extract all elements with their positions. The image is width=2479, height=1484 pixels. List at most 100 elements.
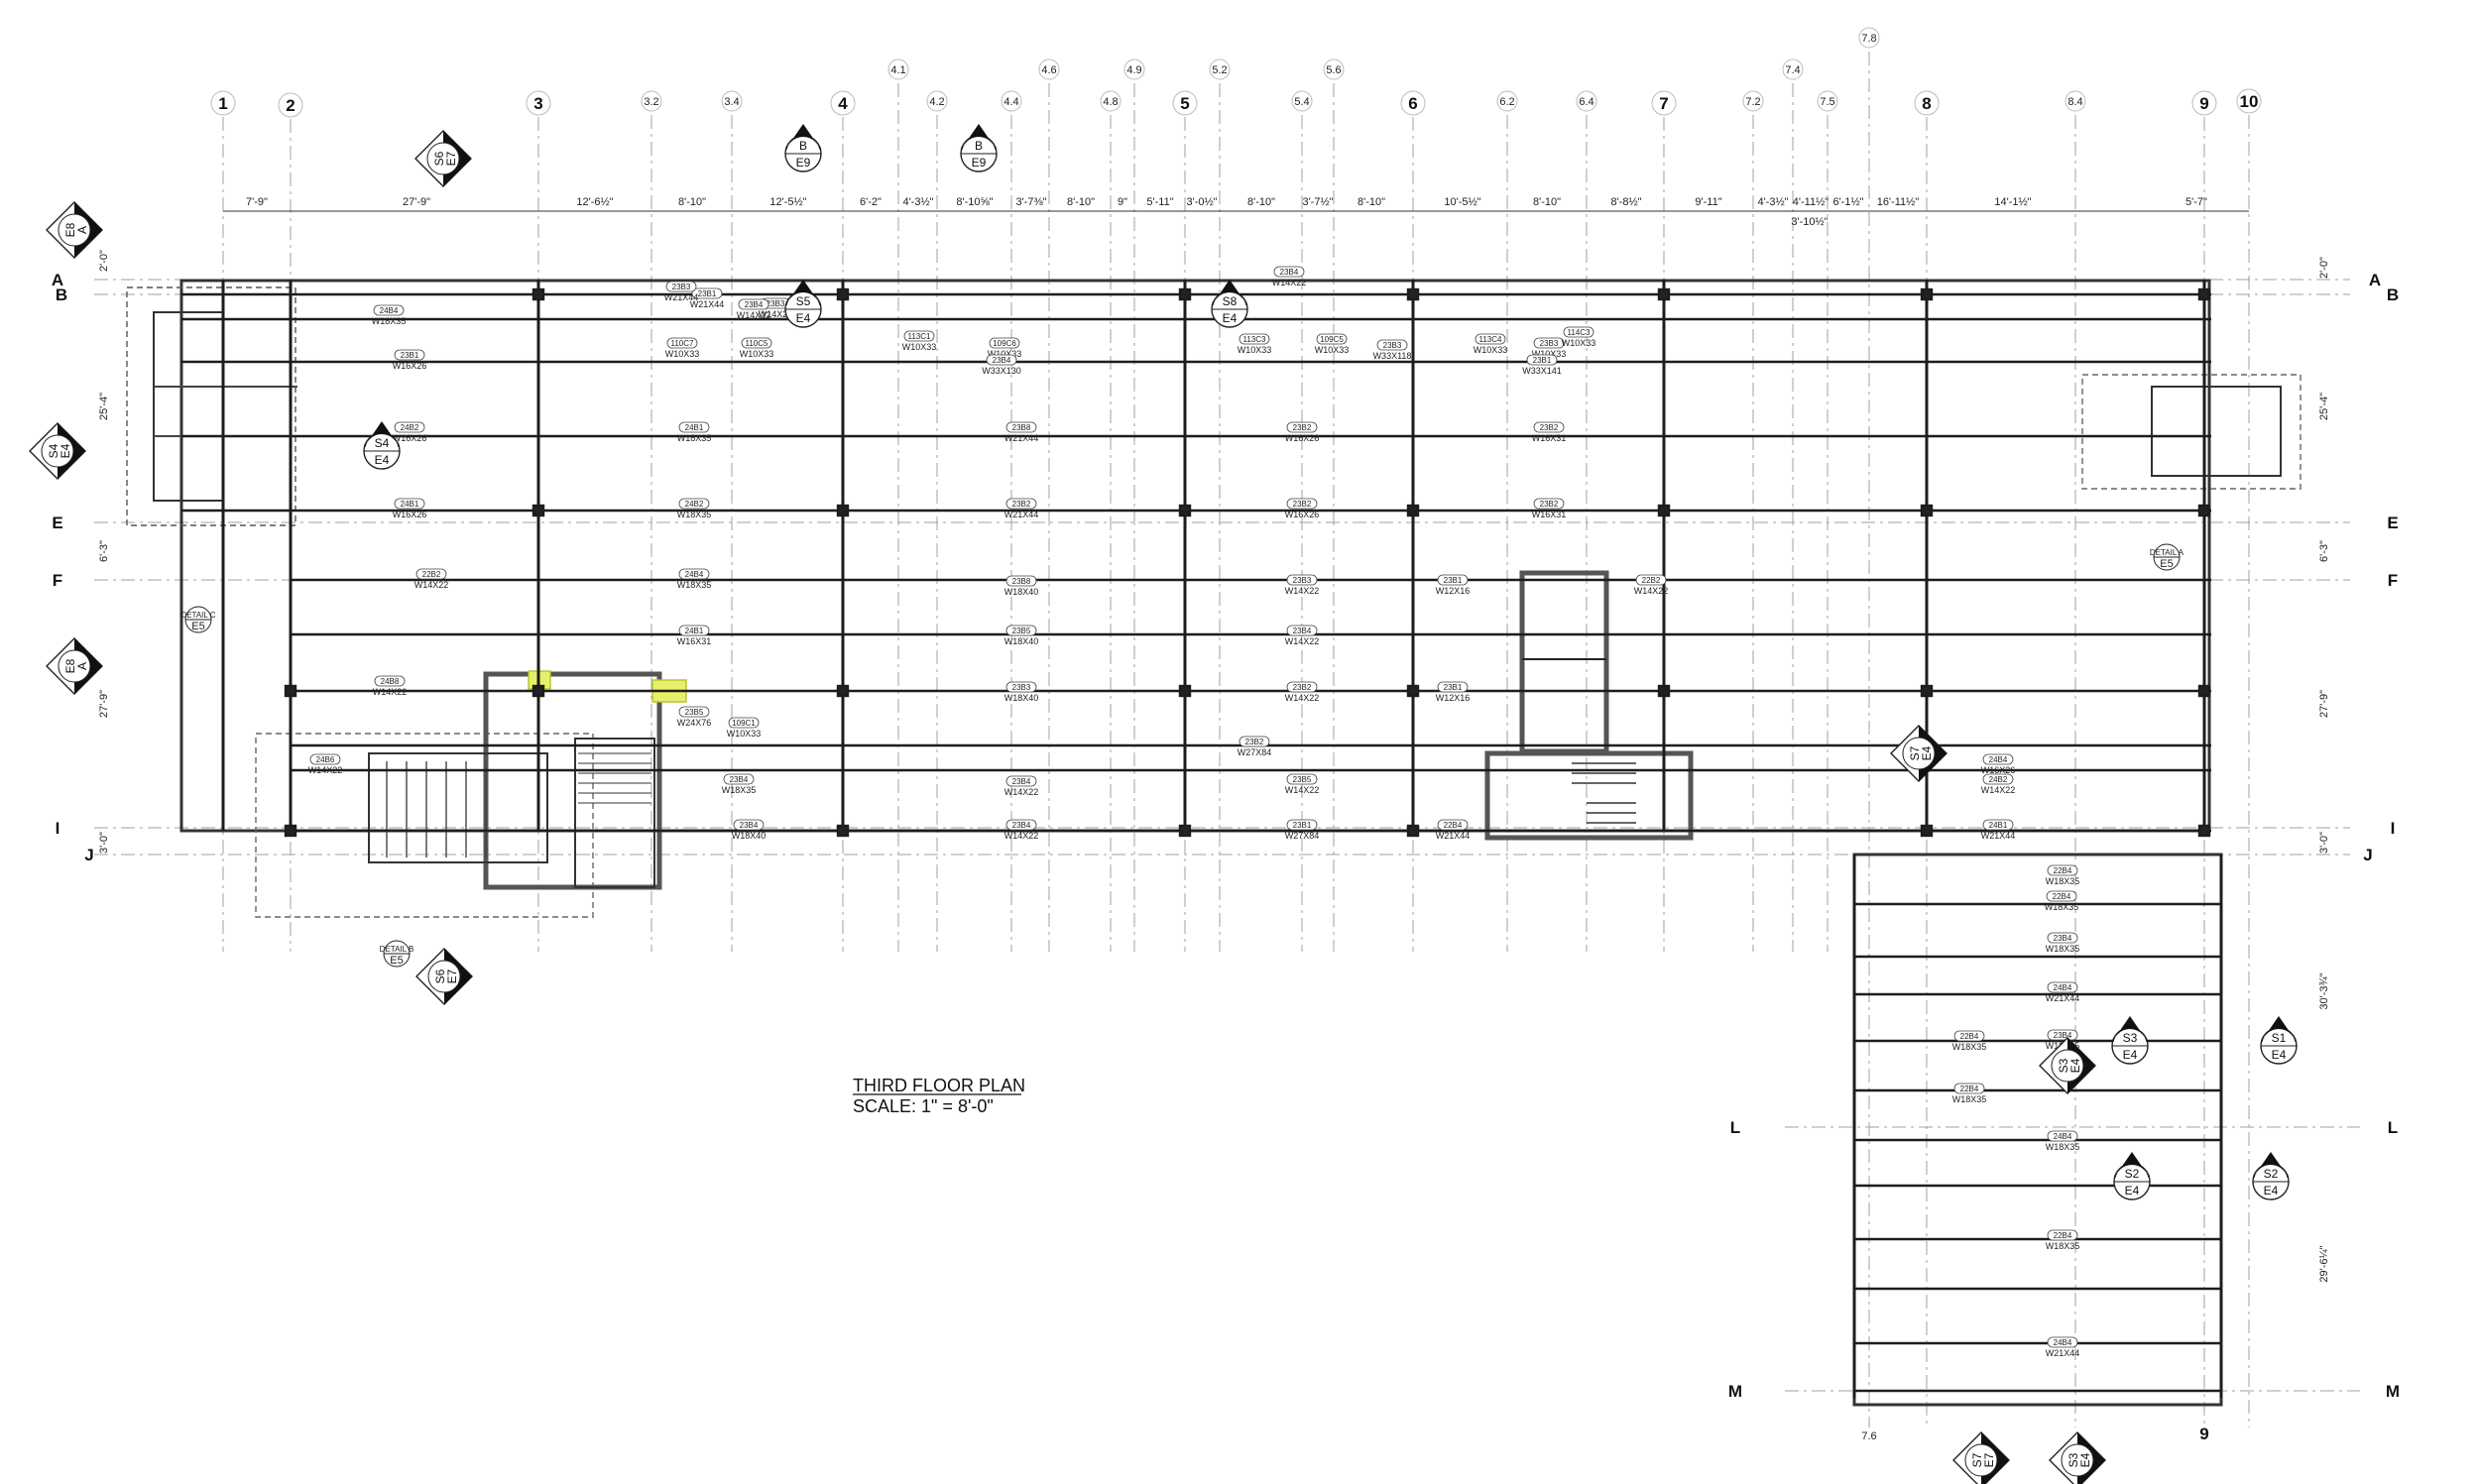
grid-col-label: 1 [218,94,227,113]
column [1920,684,1934,698]
beam-tag-id: 24B4 [685,570,704,579]
beam-size: W10X33 [665,349,700,359]
grid-row-label: F [2388,571,2398,590]
column [1657,504,1671,517]
grid-bubble-8: 8 [1914,90,1940,116]
beam-tag-id: 22B2 [422,570,441,579]
beam-tag-id: 23B4 [1012,777,1031,786]
grid-bubble-7-5: 7.5 [1817,90,1838,112]
grid-bubble-7-4: 7.4 [1782,58,1804,80]
beam-tag-id: 22B4 [1960,1032,1979,1041]
section-marker-sheet: A [75,226,89,234]
beam-size: W14X22 [1285,785,1320,795]
grid-row-label: M [2386,1382,2400,1401]
beam-size: W10X33 [727,729,762,739]
section-marker-id: E8 [63,222,77,237]
beam-tag-id: 23B4 [2054,934,2072,943]
section-marker-sheet: A [75,662,89,670]
grid-row-label: L [2388,1118,2398,1137]
section-marker-sheet: E4 [2068,1058,2082,1073]
beam-tag-id: 23B3 [1540,339,1559,348]
grid-col-label: 2 [286,96,295,115]
section-marker-sheet: E4 [2125,1184,2140,1198]
grid-row-label: B [2387,285,2399,304]
top-dimension: 9" [1118,196,1127,208]
grid-col-label: 4.8 [1103,96,1118,108]
top-dimension: 3'-7½" [1302,196,1333,208]
beam-size: W18X35 [2046,1241,2080,1251]
beam-size: W14X22 [1285,636,1320,646]
beam-size: W18X35 [722,785,757,795]
beam-tag-id: 23B1 [1444,683,1463,692]
column [1406,287,1420,301]
grid-col-label: 7 [1659,94,1668,113]
column [1406,684,1420,698]
grid-row-left-F: F [53,571,62,590]
grid-bubble-4-2: 4.2 [926,90,948,112]
beam-size: W18X40 [1004,587,1039,597]
grid-bubble-2: 2 [278,92,303,118]
grid-col-label: 7.8 [1861,33,1876,45]
grid-row-label: J [84,846,93,864]
section-marker: E8A [46,201,103,259]
detail-id: DETAIL B [380,945,414,954]
grid-bubble-8-4: 8.4 [2065,90,2086,112]
beam-tag-id: 23B1 [1293,821,1312,830]
grid-row-right-E: E [2387,514,2398,532]
section-marker-id: S1 [2272,1031,2287,1045]
grid-bubble-3-2: 3.2 [641,90,662,112]
grid-row-label: E [52,514,62,532]
top-dimension: 12'-6½" [576,196,613,208]
top-dimension: 3'-7⅜" [1015,196,1046,208]
beam-tag-id: 23B1 [401,351,419,360]
beam-tag-id: 22B4 [1960,1084,1979,1093]
left-dimension: 2'-0" [98,250,110,272]
grid-row-label: E [2387,514,2398,532]
beam-tag-id: 22B2 [1642,576,1661,585]
top-dimension: 4'-11½" [1793,196,1829,208]
dimensions: 7'-9"27'-9"12'-6½"8'-10"12'-5½"6'-2"4'-3… [98,196,2330,1283]
grid-col-label: 7.5 [1820,96,1834,108]
column [836,504,850,517]
beam-size: W18X35 [2046,944,2080,954]
beam-tag-id: 23B1 [1533,356,1552,365]
beam-size: W14X22 [1981,785,2016,795]
beam-size: W14X22 [414,580,449,590]
beam-size: W18X35 [2046,1142,2080,1152]
grid-row-label: F [53,571,62,590]
beam-tag-id: 24B2 [1989,775,2008,784]
grid-bubble-3-4: 3.4 [721,90,743,112]
plan-title: THIRD FLOOR PLAN [853,1076,1025,1095]
beam-size: W10X33 [988,349,1022,359]
grid-row-label: B [56,285,67,304]
beam-tag-id: 23B4 [740,821,759,830]
detail-id: DETAIL A [2150,548,2184,557]
beam-tag-id: 23B5 [685,708,704,717]
grid-row-label: I [2391,819,2396,838]
beam-size: W33X141 [1522,366,1562,376]
beam-tag-id: 23B2 [1540,423,1559,432]
beam-size: W18X40 [1004,636,1039,646]
detail-sheet: E5 [2160,558,2173,570]
detail-bubble: DETAIL BE5 [380,940,414,968]
